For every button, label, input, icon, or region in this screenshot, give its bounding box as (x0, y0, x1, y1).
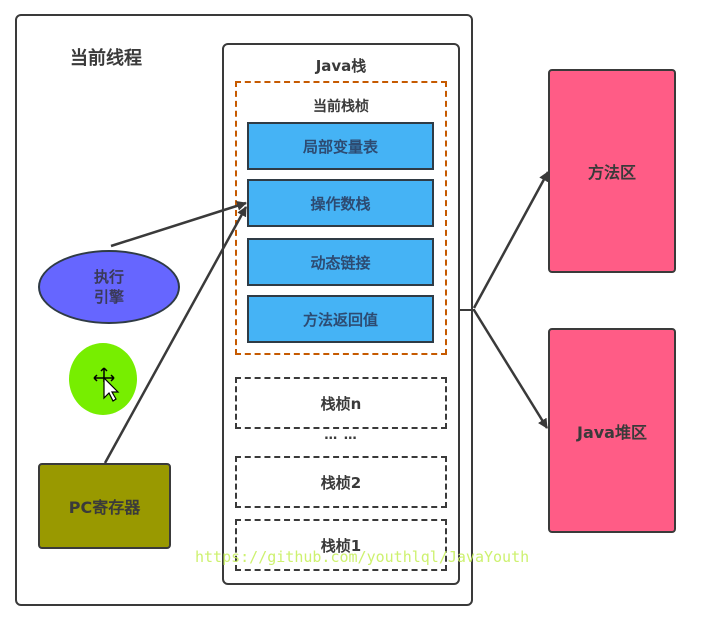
pc-register: PC寄存器 (38, 463, 171, 549)
engine-to-operand-stack-arrow (110, 200, 247, 248)
method-return-value: 方法返回值 (247, 295, 434, 343)
dynamic-linking: 动态链接 (247, 238, 434, 286)
stack-frames-ellipsis: … … (324, 428, 358, 443)
java-heap: Java堆区 (548, 328, 676, 533)
current-thread-title: 当前线程 (70, 48, 142, 69)
stack-frame-n: 栈桢n (235, 377, 447, 429)
java-stack-title: Java栈 (315, 57, 367, 75)
method-area: 方法区 (548, 69, 676, 273)
execution-engine-line1: 执行 (93, 268, 124, 286)
pc-to-operand-stack-arrow (103, 206, 248, 464)
execution-engine: 执行 引擎 (38, 250, 180, 324)
stack-to-method-area-arrow (472, 171, 550, 309)
execution-engine-line2: 引擎 (93, 288, 124, 306)
stack-to-heap-arrow (472, 309, 549, 429)
current-stack-frame-title: 当前栈桢 (313, 99, 369, 115)
watermark-url: https://github.com/youthlql/JavaYouth (195, 548, 530, 566)
cursor-highlight (69, 343, 137, 415)
operand-stack: 操作数栈 (247, 179, 434, 227)
current-stack-frame (235, 81, 447, 355)
local-variable-table: 局部变量表 (247, 122, 434, 170)
stack-frame-1: 栈桢1 (235, 519, 447, 571)
move-cursor-icon (93, 367, 120, 402)
stack-frame-2: 栈桢2 (235, 456, 447, 508)
